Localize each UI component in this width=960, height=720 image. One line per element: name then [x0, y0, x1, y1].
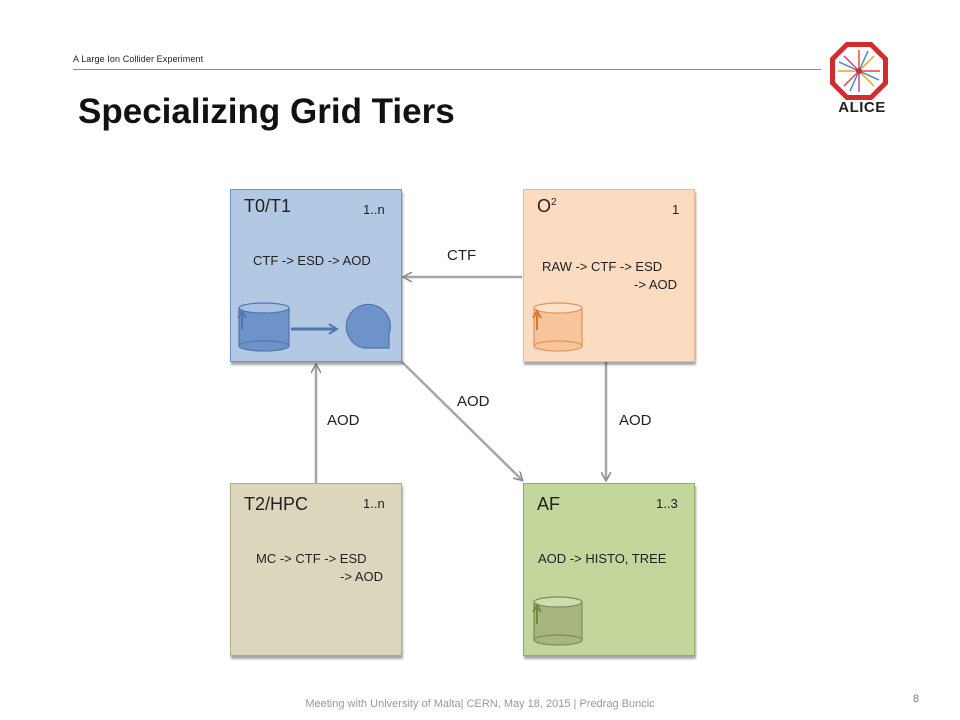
disk-icon — [532, 302, 583, 352]
slide-title: Specializing Grid Tiers — [78, 92, 455, 131]
box-t0t1-flow: CTF -> ESD -> AOD — [253, 252, 371, 270]
box-t0t1-count: 1..n — [363, 202, 385, 217]
box-t2hpc: T2/HPC 1..n MC -> CTF -> ESD -> AOD — [230, 483, 402, 656]
box-o2-flow: RAW -> CTF -> ESD -> AOD — [542, 258, 677, 294]
box-t0t1: T0/T1 1..n CTF -> ESD -> AOD — [230, 189, 402, 362]
storage-icons — [532, 302, 583, 352]
box-o2-name: O2 — [537, 196, 557, 216]
box-o2-name-sup: 2 — [551, 197, 557, 208]
page-number: 8 — [913, 693, 920, 705]
storage-icons — [237, 302, 391, 352]
box-t2hpc-count: 1..n — [363, 496, 385, 511]
flow-line: MC -> CTF -> ESD — [256, 551, 367, 566]
box-t2hpc-name: T2/HPC — [244, 494, 309, 514]
edge-label-aod-t0t1-af: AOD — [457, 393, 490, 410]
slide-footer: Meeting with University of Malta| CERN, … — [305, 698, 655, 710]
flow-line: RAW -> CTF -> ESD — [542, 259, 663, 274]
box-o2-count: 1 — [672, 202, 680, 217]
box-af-count: 1..3 — [656, 496, 678, 511]
box-o2: O2 1 RAW -> CTF -> ESD -> AOD — [523, 189, 695, 362]
alice-logo — [830, 42, 888, 100]
edge-label-aod-o2-af: AOD — [619, 412, 652, 429]
tape-icon — [345, 303, 391, 349]
flow-line: AOD -> HISTO, TREE — [538, 551, 667, 566]
box-t2hpc-flow: MC -> CTF -> ESD -> AOD — [256, 550, 383, 586]
flow-line: -> AOD — [634, 277, 677, 292]
box-af: AF 1..3 AOD -> HISTO, TREE — [523, 483, 695, 656]
disk-icon — [237, 302, 290, 352]
alice-logo-text: ALICE — [838, 99, 886, 116]
flow-line: -> AOD — [340, 569, 383, 584]
edge-label-ctf: CTF — [447, 247, 477, 264]
box-af-flow: AOD -> HISTO, TREE — [538, 550, 666, 568]
box-af-name: AF — [537, 494, 561, 514]
box-t0t1-name: T0/T1 — [244, 196, 292, 216]
edge-t0t1-to-af — [401, 361, 522, 480]
disk-icon — [532, 596, 583, 646]
experiment-tagline: A Large Ion Collider Experiment — [73, 54, 204, 64]
header-rule — [73, 69, 821, 70]
edge-label-aod-t2hpc-t0t1: AOD — [327, 412, 360, 429]
storage-icons — [532, 596, 583, 646]
flow-line: CTF -> ESD -> AOD — [253, 253, 371, 268]
